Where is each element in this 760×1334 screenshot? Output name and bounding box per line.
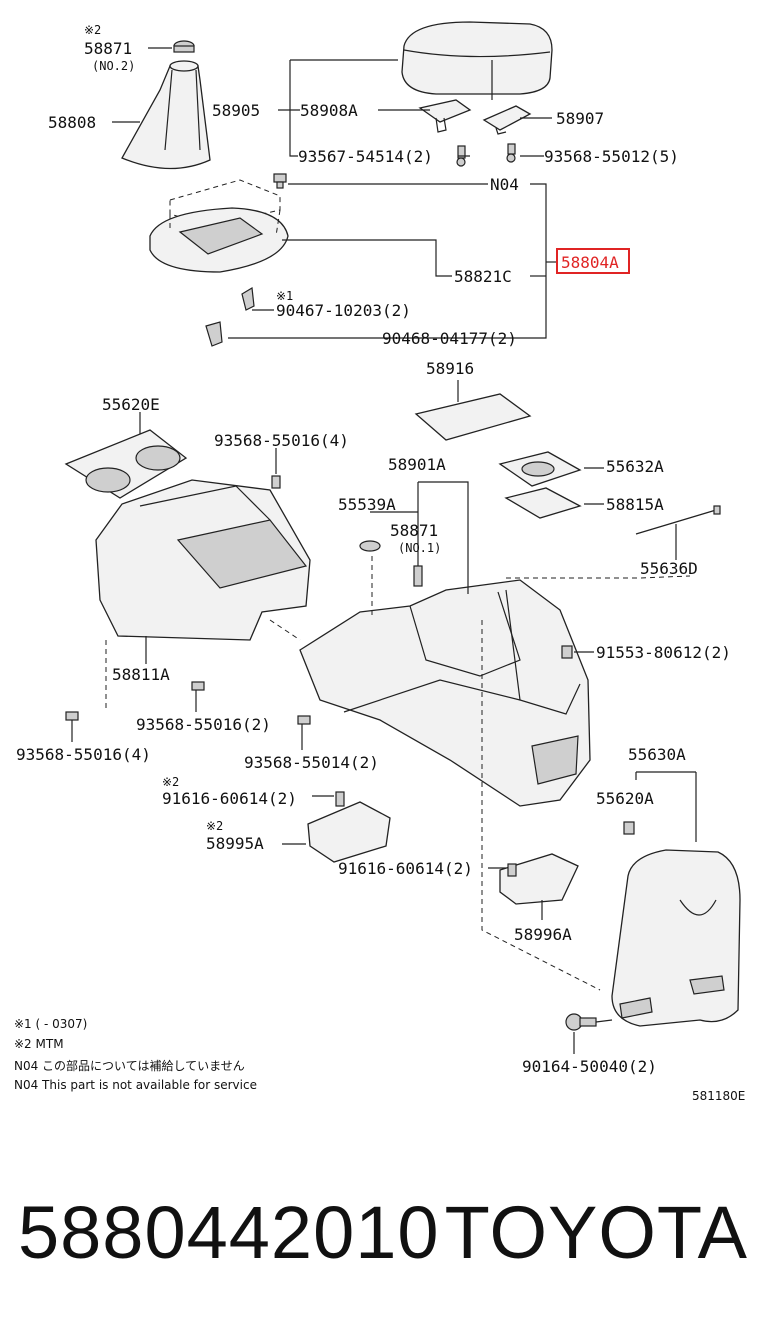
clip-55620A — [623, 821, 635, 835]
bracket-58907 — [482, 105, 532, 135]
label-58905: 58905 — [212, 101, 260, 120]
footer: 5880442010 TOYOTA — [18, 1190, 748, 1300]
label-55632A: 55632A — [606, 457, 664, 476]
diagram-code: 581180E — [692, 1089, 745, 1103]
screw-93568-55014 — [297, 715, 311, 725]
screw-91553 — [561, 645, 573, 659]
label-58996A: 58996A — [514, 925, 572, 944]
label-58901A: 58901A — [388, 455, 446, 474]
note-2: ※2 MTM — [14, 1037, 64, 1051]
label-55620E: 55620E — [102, 395, 160, 414]
console-body-58901A — [299, 579, 591, 807]
label-93567-54514: 93567-54514(2) — [298, 147, 433, 166]
screw-93568-55016-top — [271, 475, 281, 489]
label-58908A: 58908A — [300, 101, 358, 120]
label-91616-60614-a: 91616-60614(2) — [162, 789, 297, 808]
label-58871-mid: 58871 — [390, 521, 438, 540]
note-3: N04 この部品については補給していません — [14, 1058, 245, 1073]
bracket-58995A — [307, 801, 391, 863]
label-58804A: 58804A — [561, 253, 619, 272]
label-58916: 58916 — [426, 359, 474, 378]
label-93568-55012: 93568-55012(5) — [544, 147, 679, 166]
label-93568-55014: 93568-55014(2) — [244, 753, 379, 772]
sheet-58815A — [504, 487, 582, 519]
label-55620A: 55620A — [596, 789, 654, 808]
label-55539A: 55539A — [338, 495, 396, 514]
armrest-cushion — [401, 21, 553, 95]
screw-90164 — [565, 1013, 597, 1031]
cup-holder-55620E — [64, 429, 188, 499]
label-no1: (NO.1) — [398, 541, 441, 555]
parts-diagram: ※2 58871 (NO.2) 58808 58905 58908A 58907… — [14, 21, 745, 1103]
label-55630A: 55630A — [628, 745, 686, 764]
label-91616-60614-b: 91616-60614(2) — [338, 859, 473, 878]
label-n04: N04 — [490, 175, 519, 194]
label-58815A: 58815A — [606, 495, 664, 514]
shift-cap-58871 — [173, 40, 195, 53]
rod-55636D — [635, 505, 721, 535]
label-93568-55016-4a: 93568-55016(4) — [214, 431, 349, 450]
console-front-58811A — [95, 479, 311, 641]
screw-93568-55016-4 — [65, 711, 79, 721]
label-90467-10203: 90467-10203(2) — [276, 301, 411, 320]
label-58821C: 58821C — [454, 267, 512, 286]
label-58907: 58907 — [556, 109, 604, 128]
label-58811A: 58811A — [112, 665, 170, 684]
label-58995A: 58995A — [206, 834, 264, 853]
clip-55539A — [359, 540, 381, 552]
clip-90468 — [205, 321, 223, 347]
grommet-58871-no1 — [413, 565, 423, 587]
mark-2-a: ※2 — [162, 775, 179, 789]
mark-1: ※1 — [276, 289, 293, 303]
label-55636D: 55636D — [640, 559, 698, 578]
bracket-58996A — [499, 853, 579, 905]
label-91553-80612: 91553-80612(2) — [596, 643, 731, 662]
clip-n04 — [273, 173, 287, 189]
rear-panel-55630A — [611, 849, 741, 1027]
mat-58916 — [414, 393, 532, 441]
note-1: ※1 ( - 0307) — [14, 1017, 87, 1031]
mark-2-b: ※2 — [206, 819, 223, 833]
screw-93568-55016-2 — [191, 681, 205, 691]
screw-93568-55012 — [506, 143, 516, 163]
bracket-58908A — [418, 99, 472, 133]
bolt-91616-a — [335, 791, 345, 807]
label-93568-55016-4b: 93568-55016(4) — [16, 745, 151, 764]
note-4: N04 This part is not available for servi… — [14, 1078, 257, 1092]
plate-55632A — [498, 451, 582, 487]
clip-90467 — [241, 287, 255, 311]
label-58871-top: 58871 — [84, 39, 132, 58]
label-90164-50040: 90164-50040(2) — [522, 1057, 657, 1076]
screw-93567 — [456, 145, 466, 167]
highlight-box — [556, 248, 630, 274]
mark-2-top: ※2 — [84, 23, 101, 37]
part-number: 5880442010 — [18, 1191, 440, 1274]
label-58808: 58808 — [48, 113, 96, 132]
brand-name: TOYOTA — [444, 1191, 748, 1274]
shift-boot-58808 — [121, 60, 211, 170]
label-no2: (NO.2) — [92, 59, 135, 73]
bolt-91616-b — [507, 863, 517, 877]
shift-bezel-58821C — [149, 179, 289, 273]
label-93568-55016-2: 93568-55016(2) — [136, 715, 271, 734]
label-90468-04177: 90468-04177(2) — [382, 329, 517, 348]
